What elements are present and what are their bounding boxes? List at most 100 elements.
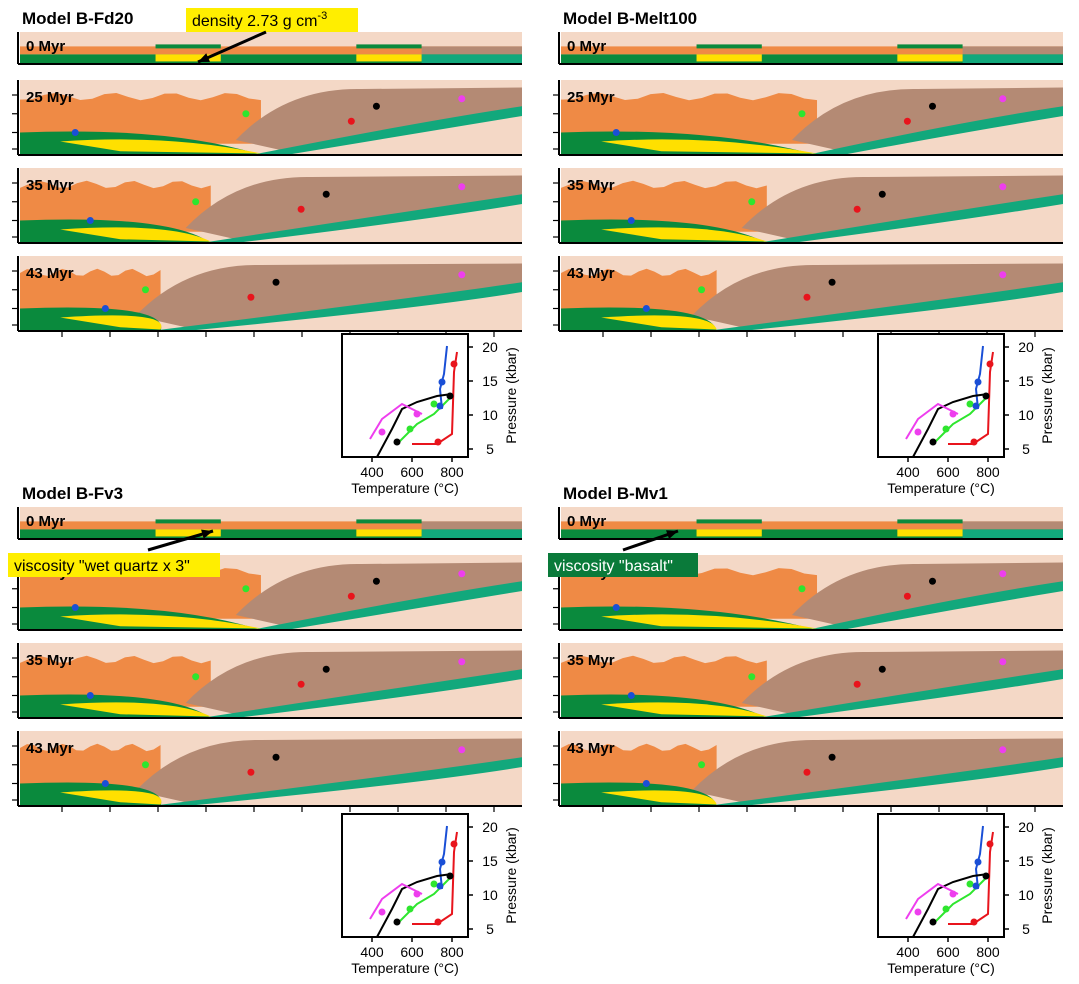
blue-marker — [974, 858, 982, 866]
lower-crust-layer — [20, 529, 522, 539]
subducting-slab — [806, 106, 1063, 155]
y-tick-label: 10 — [1018, 887, 1034, 903]
y-tick-label: 10 — [1018, 407, 1034, 423]
black-marker — [393, 918, 401, 926]
model-title: Model B-Melt100 — [563, 9, 697, 28]
blue-marker — [86, 692, 94, 699]
red-marker — [853, 680, 861, 688]
annotation-callout: viscosity "wet quartz x 3" — [8, 529, 220, 577]
green-marker — [142, 286, 149, 294]
black-marker-path — [376, 393, 453, 458]
x-tick-label: 800 — [440, 464, 464, 480]
overriding-plate — [691, 738, 1063, 803]
red-marker — [347, 117, 355, 125]
snapshot-label: 35 Myr — [567, 652, 615, 669]
blue-marker — [436, 402, 444, 410]
annotation-arrowhead — [666, 530, 678, 540]
black-marker — [878, 190, 886, 198]
orogenic-wedge — [561, 180, 767, 232]
subducting-slab — [250, 581, 523, 630]
black-marker — [929, 918, 937, 926]
magenta-marker — [413, 890, 421, 898]
magenta-marker — [949, 890, 957, 898]
magenta-marker — [999, 95, 1007, 103]
annotation-text: density 2.73 g cm-3 — [192, 10, 327, 30]
blue-marker — [612, 604, 620, 611]
weak-layer-patch — [155, 529, 221, 537]
red-marker — [434, 918, 442, 926]
black-marker-path — [376, 873, 453, 938]
cross-section-strip — [20, 731, 522, 806]
black-marker-path — [912, 873, 989, 938]
mantle-layer — [962, 54, 1063, 64]
weak-layer-patch — [696, 54, 762, 62]
magenta-marker — [458, 95, 466, 103]
overriding-plate — [691, 263, 1063, 328]
thickened-block — [155, 44, 221, 49]
thickened-block — [696, 519, 762, 524]
annotation-arrowhead — [201, 529, 213, 539]
red-marker — [803, 768, 811, 776]
black-marker — [828, 278, 836, 286]
overriding-plate — [421, 46, 522, 55]
model-title: Model B-Fv3 — [22, 484, 123, 503]
overriding-plate — [962, 46, 1063, 55]
black-marker — [372, 102, 380, 110]
overriding-plate — [741, 175, 1063, 240]
blue-marker — [972, 402, 980, 410]
y-tick-label: 15 — [482, 853, 498, 869]
x-tick-label: 600 — [400, 464, 424, 480]
cross-section-strip — [20, 643, 522, 718]
x-tick-label: 400 — [360, 944, 384, 960]
orogenic-wedge — [561, 92, 818, 144]
x-tick-label: 400 — [896, 944, 920, 960]
thickened-block — [356, 519, 422, 524]
red-marker — [903, 117, 911, 125]
green-marker — [242, 585, 250, 593]
weak-layer-lens — [60, 227, 211, 242]
blue-marker — [612, 129, 620, 136]
mantle-layer — [421, 54, 522, 64]
green-marker — [142, 761, 149, 769]
black-marker — [928, 577, 936, 585]
red-marker — [903, 592, 911, 600]
green-marker — [192, 198, 200, 206]
green-marker — [406, 425, 414, 433]
weak-layer-lens — [601, 227, 767, 242]
annotation-superscript: -3 — [317, 10, 327, 22]
annotation-arrow — [197, 30, 267, 64]
black-marker — [322, 665, 330, 673]
weak-layer-lens — [60, 614, 261, 629]
cross-section-strip — [20, 555, 523, 630]
x-tick-label: 800 — [976, 464, 1000, 480]
black-marker — [878, 665, 886, 673]
weak-layer-lens — [601, 790, 717, 805]
cross-section-strip — [561, 80, 1063, 155]
y-tick-label: 20 — [482, 339, 498, 355]
x-tick-label: 600 — [936, 464, 960, 480]
cross-section-strip — [20, 32, 522, 64]
green-marker — [430, 400, 438, 408]
mantle-layer — [421, 529, 522, 539]
y-axis-label: Pressure (kbar) — [1039, 827, 1055, 923]
y-tick-label: 10 — [482, 407, 498, 423]
green-marker — [942, 425, 950, 433]
x-axis-label: Temperature (°C) — [887, 960, 995, 976]
cross-section-strip — [20, 168, 522, 243]
weak-layer-patch — [696, 529, 762, 537]
annotation-arrow — [147, 529, 214, 552]
red-marker — [247, 768, 255, 776]
black-marker — [393, 438, 401, 446]
weak-layer-patch — [897, 54, 963, 62]
orogenic-wedge — [20, 180, 211, 232]
green-marker — [406, 905, 414, 913]
green-marker — [942, 905, 950, 913]
weak-layer-patch — [356, 529, 422, 537]
cross-section-strip — [561, 32, 1063, 64]
red-marker — [853, 205, 861, 213]
blue-marker — [101, 780, 109, 787]
middle-crust-layer — [561, 46, 1063, 55]
